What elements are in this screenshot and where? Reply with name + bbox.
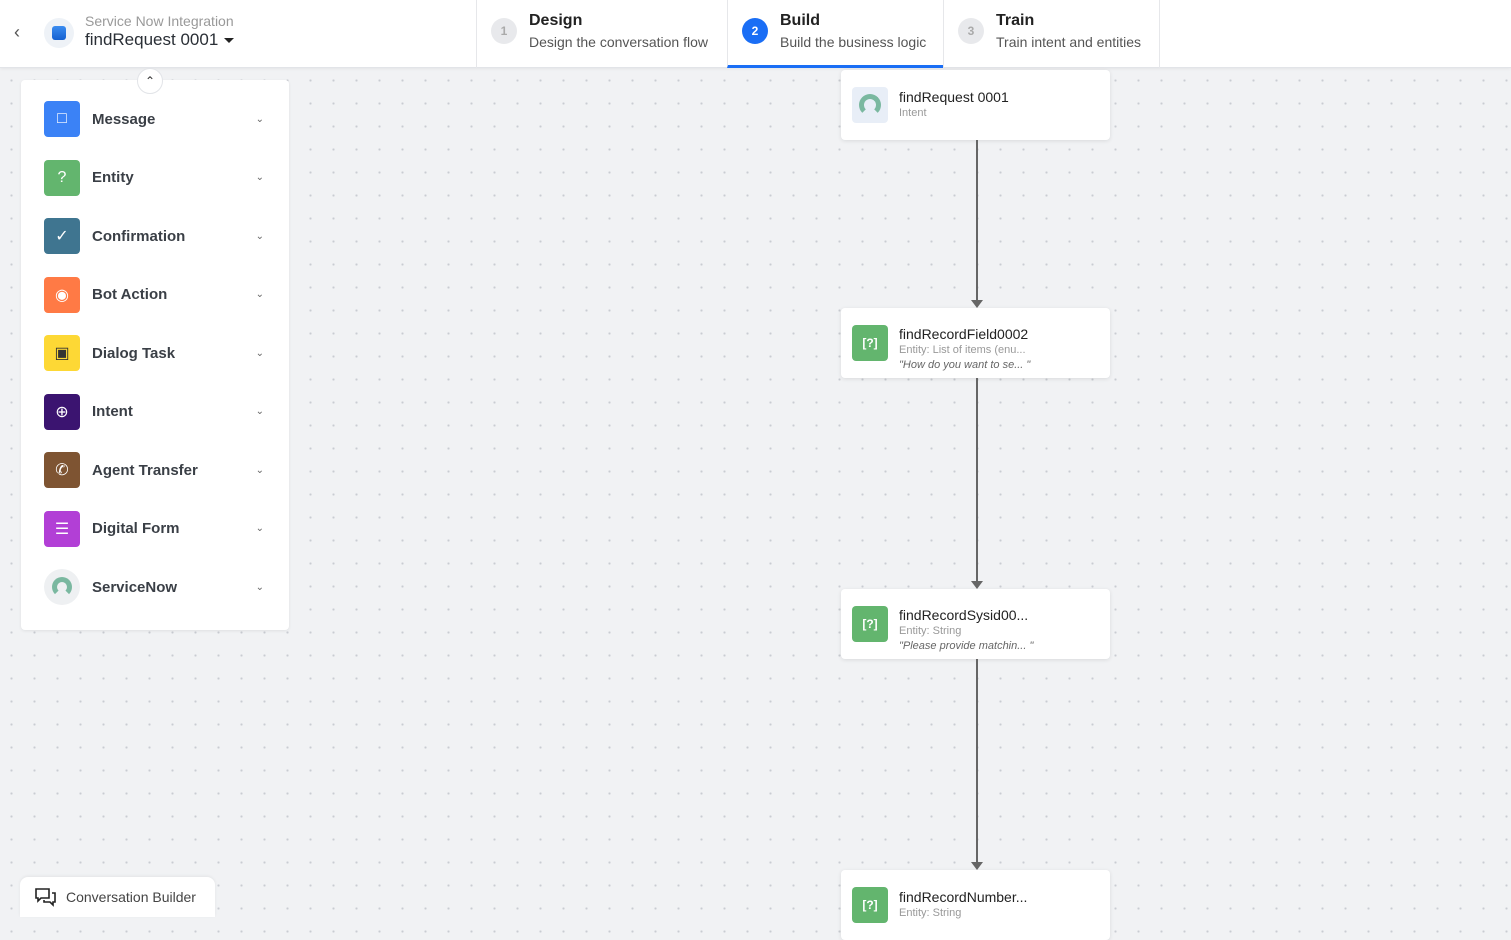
node-type: Entity: String xyxy=(899,907,962,919)
connector-line xyxy=(976,659,978,862)
step-train[interactable]: 3 Train Train intent and entities xyxy=(943,0,1160,68)
palette-item-agent-transfer[interactable]: ✆ Agent Transfer ⌄ xyxy=(44,452,264,488)
message-icon: □ xyxy=(44,101,80,137)
palette-item-label: Digital Form xyxy=(92,520,180,537)
chevron-down-icon[interactable]: ⌄ xyxy=(255,347,264,359)
arrow-head-icon xyxy=(971,581,983,589)
chevron-down-icon[interactable]: ⌄ xyxy=(255,113,264,125)
node-prompt: "Please provide matchin... " xyxy=(899,640,1034,652)
form-icon: ☰ xyxy=(44,510,80,547)
conversation-builder-tab[interactable]: Conversation Builder xyxy=(20,877,215,917)
connector-line xyxy=(976,140,978,300)
check-circle-icon: ✓ xyxy=(44,218,80,254)
connector-line xyxy=(976,378,978,581)
chevron-down-icon[interactable]: ⌄ xyxy=(255,289,264,300)
palette-item-digital-form[interactable]: ☰ Digital Form ⌄ xyxy=(44,510,264,547)
node-name: findRequest 0001 xyxy=(899,89,1009,105)
flow-icon: ▣ xyxy=(44,335,80,371)
node-type: Intent xyxy=(899,107,927,119)
palette-item-label: Message xyxy=(92,110,156,128)
node-type: Entity: List of items (enu... xyxy=(899,344,1026,356)
step-subtitle: Build the business logic xyxy=(780,34,927,50)
step-design[interactable]: 1 Design Design the conversation flow xyxy=(476,0,727,68)
entity-question-icon: [?] xyxy=(852,606,888,642)
entity-question-icon: [?] xyxy=(852,325,888,361)
step-number: 2 xyxy=(742,18,768,44)
flow-name: findRequest 0001 xyxy=(85,30,219,49)
palette-item-label: Agent Transfer xyxy=(92,461,198,479)
palette-item-dialog-task[interactable]: ▣ Dialog Task ⌄ xyxy=(44,335,264,371)
servicenow-icon xyxy=(44,569,80,605)
palette-item-label: Entity xyxy=(92,169,134,186)
palette-item-label: ServiceNow xyxy=(92,578,178,596)
node-name: findRecordNumber... xyxy=(899,889,1028,905)
step-number: 3 xyxy=(958,18,984,44)
node-palette: □ Message ⌄? Entity ⌄ ✓ Confirmation ⌄ ◉ Bot Acti… xyxy=(21,80,289,630)
chevron-down-icon[interactable]: ⌄ xyxy=(255,230,264,242)
step-title: Train xyxy=(996,12,1035,29)
chevron-down-icon[interactable]: ⌄ xyxy=(255,172,264,183)
robot-icon: ◉ xyxy=(44,276,80,313)
node-type: Entity: String xyxy=(899,625,962,637)
chevron-down-icon[interactable]: ⌄ xyxy=(255,581,264,593)
step-title: Build xyxy=(780,12,820,29)
bot-app-icon xyxy=(44,18,74,48)
palette-item-label: Dialog Task xyxy=(92,344,176,362)
chevron-down-icon[interactable]: ⌄ xyxy=(255,406,264,417)
step-subtitle: Design the conversation flow xyxy=(529,34,708,50)
step-build[interactable]: 2 Build Build the business logic xyxy=(727,0,943,68)
arrow-head-icon xyxy=(971,862,983,870)
palette-item-label: Bot Action xyxy=(92,286,168,303)
palette-item-message[interactable]: □ Message ⌄ xyxy=(44,101,264,137)
arrow-head-icon xyxy=(971,300,983,308)
node-name: findRecordField0002 xyxy=(899,326,1029,342)
flow-selector[interactable]: findRequest 0001 xyxy=(85,30,235,50)
palette-item-label: Confirmation xyxy=(92,227,186,245)
node-prompt: "How do you want to se... " xyxy=(899,359,1031,371)
flow-node[interactable]: [?] findRecordSysid00... Entity: String "Pl… xyxy=(841,589,1110,659)
collapse-palette-button[interactable]: ⌃ xyxy=(137,68,163,94)
palette-item-label: Intent xyxy=(92,403,133,420)
phone-chat-icon: ✆ xyxy=(44,452,80,488)
flow-node[interactable]: [?] findRecordNumber... Entity: String xyxy=(841,870,1110,940)
target-icon: ⊕ xyxy=(44,393,80,430)
palette-item-confirmation[interactable]: ✓ Confirmation ⌄ xyxy=(44,218,264,254)
chevron-down-icon[interactable]: ⌄ xyxy=(255,523,264,534)
chevron-down-icon[interactable]: ⌄ xyxy=(255,464,264,476)
palette-item-bot-action[interactable]: ◉ Bot Action ⌄ xyxy=(44,276,264,313)
project-name: Service Now Integration xyxy=(85,13,234,29)
palette-item-entity[interactable]: ? Entity ⌄ xyxy=(44,159,264,196)
chat-bubbles-icon xyxy=(35,888,56,907)
entity-question-icon: [?] xyxy=(852,887,888,923)
back-chevron-icon[interactable]: ‹ xyxy=(14,22,20,42)
node-name: findRecordSysid00... xyxy=(899,607,1029,623)
step-subtitle: Train intent and entities xyxy=(996,34,1142,50)
step-title: Design xyxy=(529,12,583,29)
top-bar: ‹ Service Now Integration findRequest 00… xyxy=(0,0,1511,68)
conversation-builder-label: Conversation Builder xyxy=(66,889,196,905)
entity-question-icon: ? xyxy=(44,159,80,196)
palette-item-intent[interactable]: ⊕ Intent ⌄ xyxy=(44,393,264,430)
caret-down-icon xyxy=(224,38,235,44)
step-number: 1 xyxy=(491,18,517,44)
servicenow-icon xyxy=(852,87,888,123)
palette-item-servicenow[interactable]: ServiceNow ⌄ xyxy=(44,569,264,605)
